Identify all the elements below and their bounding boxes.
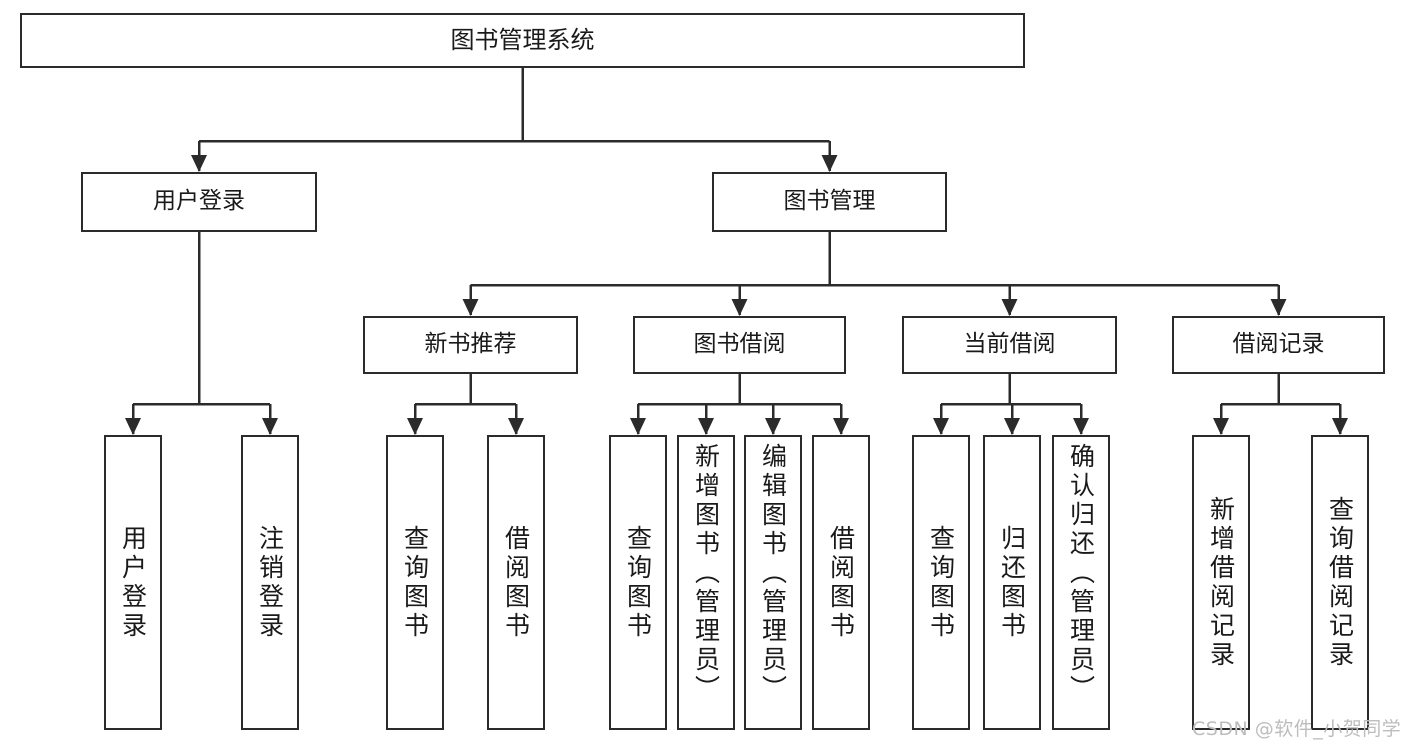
- node-leaf-user-login[interactable]: 用户登录: [104, 435, 162, 730]
- node-label: 查询图书: [623, 524, 653, 641]
- arrow-head: [191, 155, 207, 172]
- node-leaf-borrow-query[interactable]: 查询图书: [609, 435, 667, 730]
- node-new-book-rec[interactable]: 新书推荐: [363, 316, 578, 374]
- arrow-head: [630, 418, 646, 435]
- node-label: 用户登录: [118, 524, 148, 641]
- node-borrow-record[interactable]: 借阅记录: [1172, 316, 1385, 374]
- node-label: 借阅图书: [501, 524, 531, 641]
- node-label: 注销登录: [255, 524, 285, 641]
- arrow-head: [1004, 418, 1020, 435]
- node-leaf-rec-borrow[interactable]: 借阅图书: [487, 435, 545, 730]
- node-label: 新增图书（管理员）: [691, 443, 721, 704]
- node-current-borrow[interactable]: 当前借阅: [902, 316, 1117, 374]
- arrow-head: [933, 418, 949, 435]
- node-leaf-book-borrow[interactable]: 借阅图书: [812, 435, 870, 730]
- node-label: 图书借阅: [693, 331, 786, 358]
- node-user-login[interactable]: 用户登录: [81, 172, 317, 232]
- node-label: 图书管理系统: [450, 26, 595, 55]
- arrow-head: [765, 418, 781, 435]
- arrow-head: [1213, 418, 1229, 435]
- arrow-head: [1073, 418, 1089, 435]
- arrow-head: [1270, 299, 1287, 316]
- node-label: 新书推荐: [424, 331, 517, 358]
- node-book-manage[interactable]: 图书管理: [712, 172, 947, 232]
- arrow-head: [508, 418, 524, 435]
- node-label: 借阅记录: [1232, 331, 1325, 358]
- node-leaf-cur-query[interactable]: 查询图书: [912, 435, 970, 730]
- watermark: CSDN @软件_小贺同学: [1192, 718, 1402, 740]
- node-label: 用户登录: [153, 188, 245, 215]
- node-label: 查询借阅记录: [1325, 495, 1355, 670]
- node-label: 编辑图书（管理员）: [758, 443, 788, 704]
- arrow-head: [262, 418, 278, 435]
- node-label: 归还图书: [997, 524, 1027, 641]
- node-leaf-book-add[interactable]: 新增图书（管理员）: [677, 435, 735, 730]
- arrow-head: [462, 299, 479, 316]
- node-label: 图书管理: [783, 188, 876, 215]
- node-leaf-user-logout[interactable]: 注销登录: [241, 435, 299, 730]
- node-label: 当前借阅: [963, 331, 1056, 358]
- arrow-head: [407, 418, 423, 435]
- node-leaf-cur-return[interactable]: 归还图书: [983, 435, 1041, 730]
- node-label: 确认归还（管理员）: [1066, 443, 1096, 704]
- arrow-head: [1001, 299, 1018, 316]
- node-leaf-rec-add[interactable]: 新增借阅记录: [1192, 435, 1250, 730]
- node-leaf-rec-search[interactable]: 查询借阅记录: [1311, 435, 1369, 730]
- node-label: 借阅图书: [826, 524, 856, 641]
- node-leaf-book-edit[interactable]: 编辑图书（管理员）: [744, 435, 802, 730]
- node-leaf-rec-query[interactable]: 查询图书: [386, 435, 444, 730]
- arrow-head: [731, 299, 748, 316]
- arrow-head: [821, 155, 838, 172]
- arrow-head: [1332, 418, 1348, 435]
- arrow-head: [125, 418, 141, 435]
- arrow-head: [833, 418, 849, 435]
- node-leaf-cur-confirm[interactable]: 确认归还（管理员）: [1052, 435, 1110, 730]
- node-label: 查询图书: [926, 524, 956, 641]
- node-label: 查询图书: [400, 524, 430, 641]
- node-book-borrow[interactable]: 图书借阅: [633, 316, 846, 374]
- arrow-head: [698, 418, 714, 435]
- node-label: 新增借阅记录: [1206, 495, 1236, 670]
- node-root[interactable]: 图书管理系统: [20, 13, 1025, 68]
